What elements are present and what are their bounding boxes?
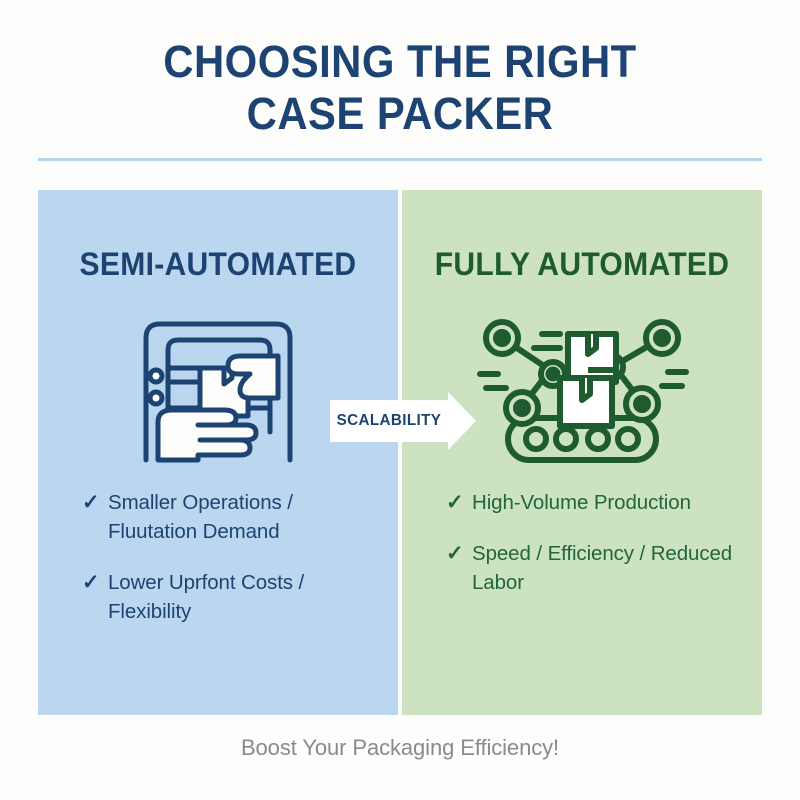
list-item: ✓ Smaller Operations / Fluutation Demand: [82, 488, 372, 546]
list-item: ✓ Speed / Efficiency / Reduced Labor: [446, 539, 736, 597]
panel-heading-fully-automated: FULLY AUTOMATED: [434, 246, 730, 282]
footer-tagline: Boost Your Packaging Efficiency!: [240, 735, 560, 760]
panel-fully-automated: FULLY AUTOMATED: [402, 190, 762, 715]
robotic-arms-conveyor-icon: [402, 312, 762, 472]
list-item-label: Speed / Efficiency / Reduced Labor: [472, 542, 733, 594]
list-item: ✓ Lower Uprfont Costs / Flexibility: [82, 568, 372, 626]
bullet-list-semi-automated: ✓ Smaller Operations / Fluutation Demand…: [82, 488, 372, 648]
scalability-label: SCALABILITY: [336, 412, 442, 429]
bullet-list-fully-automated: ✓ High-Volume Production ✓ Speed / Effic…: [446, 488, 736, 619]
title-divider: [38, 158, 762, 161]
manual-hands-packing-icon: [38, 312, 398, 472]
panel-semi-automated: SEMI-AUTOMATED: [38, 190, 398, 715]
list-item: ✓ High-Volume Production: [446, 488, 736, 517]
list-item-label: Smaller Operations / Fluutation Demand: [108, 491, 293, 543]
panel-heading-semi-automated: SEMI-AUTOMATED: [79, 246, 357, 282]
list-item-label: Lower Uprfont Costs / Flexibility: [108, 571, 305, 623]
page-title: CHOOSING THE RIGHT CASE PACKER: [0, 36, 800, 140]
page-title-line-1: CHOOSING THE RIGHT: [163, 36, 637, 87]
list-item-label: High-Volume Production: [472, 491, 691, 514]
page-title-line-2: CASE PACKER: [246, 88, 554, 139]
check-icon: ✓: [82, 571, 100, 594]
scalability-arrow: SCALABILITY: [330, 392, 476, 450]
check-icon: ✓: [446, 491, 464, 514]
check-icon: ✓: [82, 491, 100, 514]
arrow-right-icon: [330, 392, 476, 450]
check-icon: ✓: [446, 542, 464, 565]
